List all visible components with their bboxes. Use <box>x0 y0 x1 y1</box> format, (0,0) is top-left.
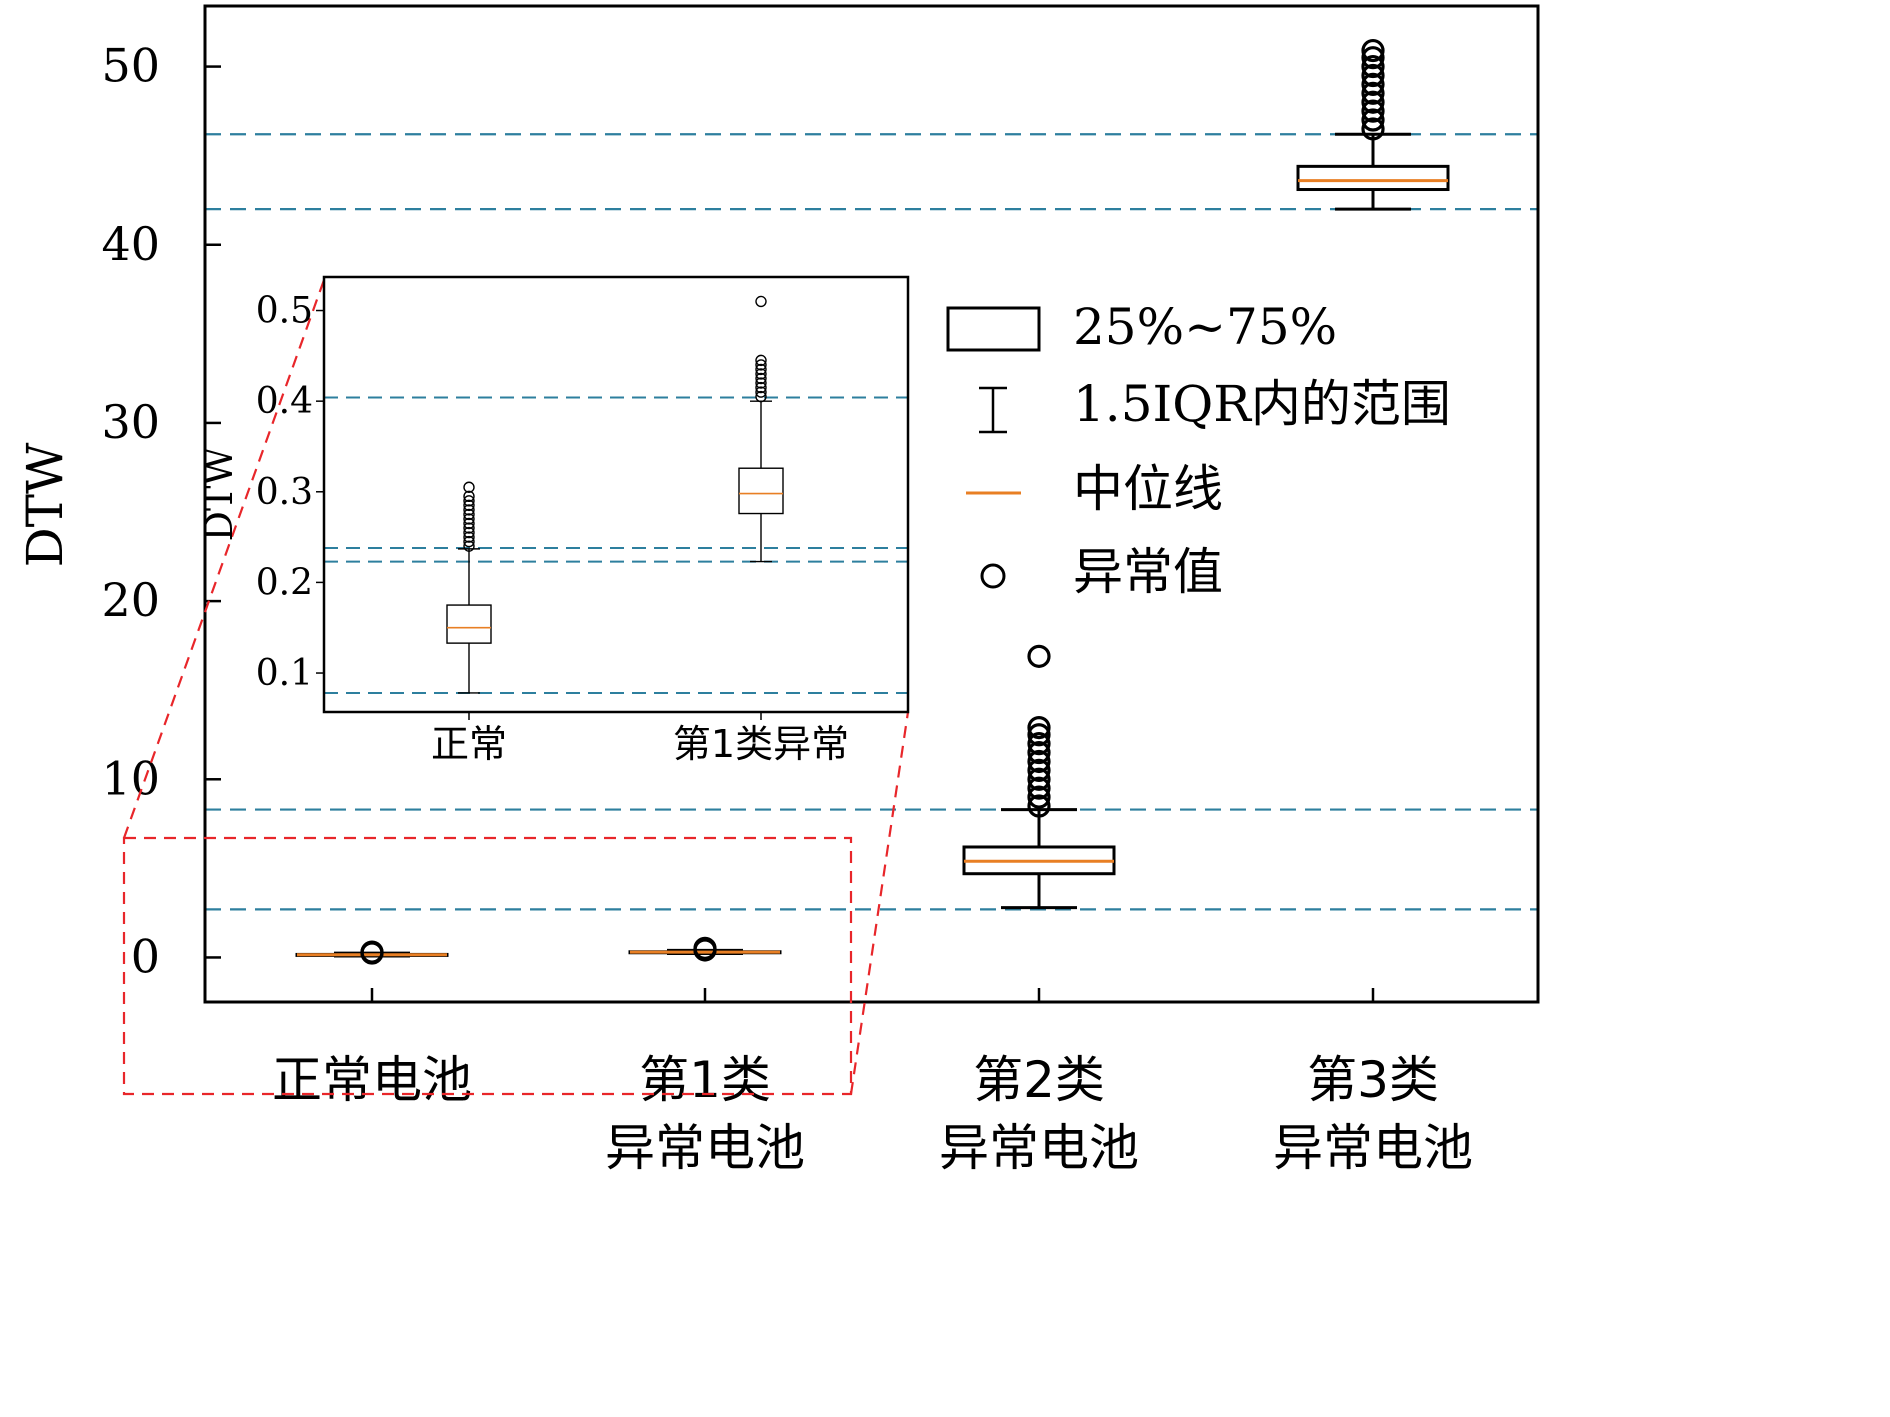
outlier-point <box>1027 776 1051 800</box>
box-group-2 <box>738 295 784 563</box>
x-category-label: 异常电池 <box>939 1119 1139 1177</box>
legend-label: 异常值 <box>1073 543 1223 601</box>
legend-box-icon <box>946 306 1041 352</box>
outlier-point <box>1027 740 1051 765</box>
outlier-point <box>463 517 475 530</box>
outlier-point <box>693 936 717 960</box>
outlier-point <box>1027 749 1051 774</box>
outlier-point <box>463 499 475 512</box>
outlier-point <box>755 354 767 367</box>
x-category-label: 异常电池 <box>1273 1119 1473 1177</box>
legend-symbol-whisker <box>979 386 1007 434</box>
outlier-point <box>463 513 475 525</box>
outlier-point <box>1027 758 1051 782</box>
outlier-point <box>755 386 767 398</box>
inset-plot: 0.1 0.2 0.3 0.4 0.5 正常 第1类异常 DTW <box>197 275 910 766</box>
x-category-label: 第3类 <box>1307 1051 1439 1109</box>
outlier-point <box>1361 117 1385 141</box>
legend-label: 1.5IQR内的范围 <box>1073 375 1451 433</box>
x-category-label: 第2类 <box>973 1051 1105 1109</box>
plot-frame <box>203 4 1540 1004</box>
legend-outlier-icon <box>980 563 1006 589</box>
outlier-point <box>1361 38 1385 63</box>
legend-symbol-outlier <box>980 563 1006 589</box>
y-tick-label: 0 <box>131 929 160 983</box>
outlier-point <box>1027 732 1051 756</box>
x-category-label: 异常电池 <box>605 1119 805 1177</box>
outlier-point <box>755 377 767 389</box>
outlier-point <box>1361 63 1385 88</box>
y-axis-label: DTW <box>16 442 74 567</box>
box-group-1 <box>295 940 449 965</box>
outlier-point <box>1027 785 1051 809</box>
outlier-point <box>463 522 475 534</box>
inset-x-category-label: 第1类异常 <box>673 722 849 766</box>
outlier-point <box>1361 90 1385 114</box>
outlier-point <box>463 490 475 503</box>
y-tick-label: 50 <box>101 39 160 93</box>
outlier-point <box>463 504 475 516</box>
outlier-point <box>463 495 475 507</box>
y-tick-label: 40 <box>101 217 160 271</box>
y-tick-label: 20 <box>101 573 160 627</box>
box-group-1 <box>446 481 492 694</box>
outlier-point <box>1361 108 1385 132</box>
inset-y-tick-label: 0.2 <box>256 562 313 603</box>
box-group-4 <box>1296 38 1450 211</box>
inset-y-tick-label: 0.5 <box>256 291 313 332</box>
x-category-label: 正常电池 <box>272 1051 472 1109</box>
outlier-point <box>1027 767 1051 791</box>
outlier-point <box>755 390 767 403</box>
outlier-point <box>1027 644 1051 668</box>
outlier-point <box>463 531 475 543</box>
y-tick-label: 30 <box>101 395 160 449</box>
inset-x-category-label: 正常 <box>431 722 507 766</box>
legend-label: 中位线 <box>1073 460 1223 518</box>
outlier-point <box>1027 716 1051 740</box>
box-group-3 <box>962 644 1116 910</box>
outlier-point <box>1361 54 1385 79</box>
inset-y-tick-label: 0.4 <box>256 381 313 422</box>
outlier-point <box>755 368 767 380</box>
outlier-point <box>1361 46 1385 70</box>
outlier-point <box>463 526 475 539</box>
outlier-point <box>755 359 767 371</box>
outlier-point <box>1361 99 1385 123</box>
outlier-point <box>1027 794 1051 818</box>
outlier-point <box>755 372 767 385</box>
zoom-indicator <box>122 279 910 1096</box>
inset-y-axis-label: DTW <box>197 447 241 542</box>
outlier-point <box>463 508 475 521</box>
outlier-point <box>1361 81 1385 105</box>
zoom-connector-right <box>849 711 910 1095</box>
outlier-point <box>1027 723 1051 747</box>
outlier-point <box>755 295 767 308</box>
outlier-point <box>360 940 384 964</box>
box-group-2 <box>628 936 782 962</box>
box-iqr <box>738 467 784 515</box>
y-tick-label: 10 <box>101 751 160 805</box>
outlier-point <box>463 481 475 493</box>
legend-label: 25%~75% <box>1073 298 1337 356</box>
box-iqr <box>1296 164 1450 192</box>
inset-frame <box>322 275 910 714</box>
box-iqr <box>446 604 492 644</box>
outlier-point <box>755 381 767 394</box>
legend-symbol-box <box>946 306 1041 352</box>
inset-y-tick-label: 0.1 <box>256 653 313 694</box>
outlier-point <box>463 535 475 548</box>
outlier-point <box>463 540 475 552</box>
x-category-label: 第1类 <box>639 1051 771 1109</box>
zoom-region-box <box>122 836 853 1096</box>
outlier-point <box>1361 72 1385 96</box>
inset-y-tick-label: 0.3 <box>256 472 313 513</box>
inset-plot-area <box>324 277 908 712</box>
outlier-point <box>755 363 767 376</box>
